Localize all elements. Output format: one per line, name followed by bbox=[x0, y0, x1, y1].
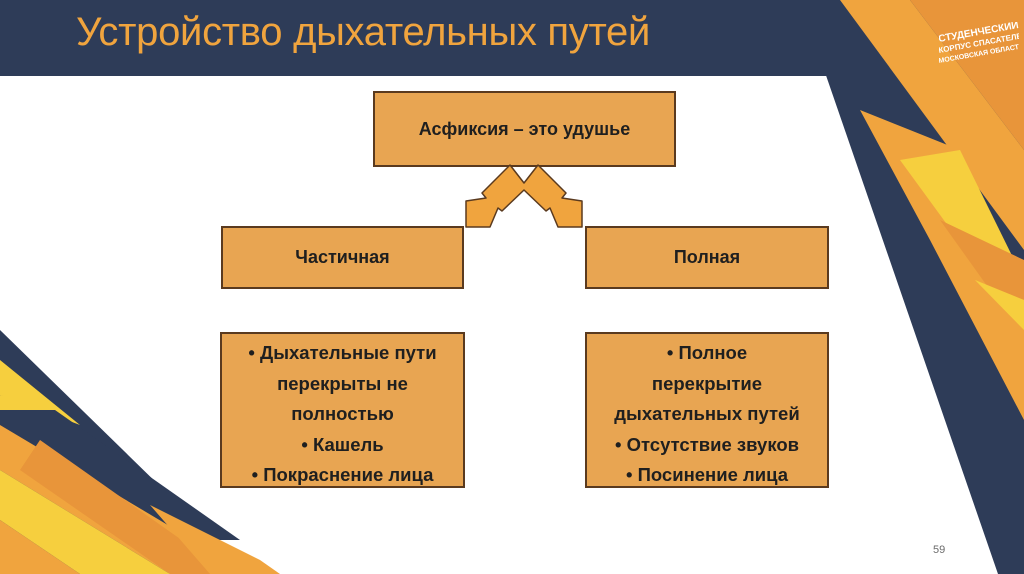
organization-logo: СТУДЕНЧЕСКИЙ КОРПУС СПАСАТЕЛЕЙ МОСКОВСКА… bbox=[939, 22, 1019, 65]
detail-line: полностью bbox=[291, 403, 394, 424]
branch-label-partial: Частичная bbox=[295, 247, 390, 267]
branch-label-full: Полная bbox=[673, 247, 741, 267]
page-number: 59 bbox=[933, 544, 946, 556]
slide-title: Устройство дыхательных путей bbox=[76, 10, 651, 54]
root-node: Асфиксия – это удушье bbox=[373, 91, 676, 167]
detail-box-partial: • Дыхательные пути перекрыты не полность… bbox=[220, 332, 465, 488]
detail-line: дыхательных путей bbox=[614, 403, 800, 424]
detail-line: • Покраснение лица bbox=[251, 464, 434, 485]
detail-line: • Дыхательные пути bbox=[248, 342, 437, 363]
detail-line: перекрытие bbox=[651, 372, 763, 394]
branch-node-partial: Частичная bbox=[221, 226, 464, 289]
detail-line: • Отсутствие звуков bbox=[614, 433, 800, 455]
detail-line: • Посинение лица bbox=[625, 464, 789, 485]
branch-arrows bbox=[465, 164, 583, 228]
detail-line: • Кашель bbox=[301, 433, 384, 455]
detail-line: перекрыты не bbox=[277, 372, 408, 394]
detail-box-full: • Полное перекрытие дыхательных путей • … bbox=[585, 332, 829, 488]
branch-node-full: Полная bbox=[585, 226, 829, 289]
root-node-label: Асфиксия – это удушье bbox=[418, 118, 631, 139]
header-bar bbox=[0, 0, 840, 76]
detail-line: • Полное bbox=[666, 342, 748, 363]
